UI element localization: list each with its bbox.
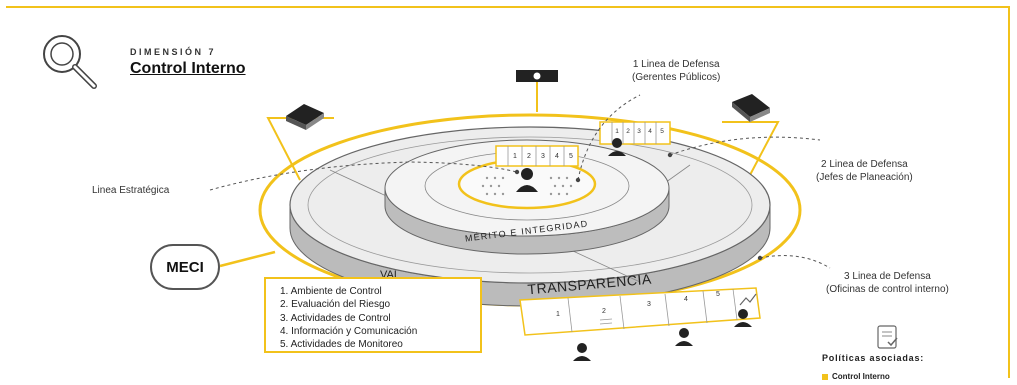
component-item: 5. Actividades de Monitoreo xyxy=(280,339,403,351)
inner-tab-label: 3 xyxy=(541,153,545,160)
inner-tab-label: 5 xyxy=(569,153,573,160)
dimension-label: DIMENSIÓN 7 xyxy=(130,47,217,57)
policy-bullet xyxy=(822,374,828,380)
meci-connector xyxy=(219,250,276,268)
callout-lines xyxy=(209,94,831,269)
meci-label: MECI xyxy=(166,258,204,276)
callout-dots xyxy=(514,152,763,261)
chart-icon xyxy=(739,293,757,306)
policies-title: Políticas asociadas: xyxy=(822,353,925,363)
component-item: 4. Información y Comunicación xyxy=(280,325,418,337)
person-icon xyxy=(516,168,538,192)
page-title: Control Interno xyxy=(130,60,246,77)
upper-tab-label: 3 xyxy=(637,128,641,135)
person-icon xyxy=(734,309,752,327)
magnifier-icon xyxy=(43,35,97,89)
center-ring xyxy=(457,158,597,210)
outer-tab-label: 4 xyxy=(684,296,688,303)
linea-estrategica-label: Linea Estratégica xyxy=(92,185,170,196)
tab-document-lines xyxy=(599,318,613,325)
book-icon xyxy=(286,104,324,130)
upper-tabs: 1 2 3 4 5 xyxy=(599,121,671,145)
policy-item: Control Interno xyxy=(832,372,890,381)
upper-tab-label: 2 xyxy=(626,128,630,135)
linea-defensa-1-sub: (Gerentes Públicos) xyxy=(632,72,721,83)
outer-tab-label: 3 xyxy=(647,301,651,308)
person-icon xyxy=(608,138,626,156)
linea-defensa-2-title: 2 Linea de Defensa xyxy=(821,159,908,170)
component-item: 1. Ambiente de Control xyxy=(280,286,382,297)
center-dots xyxy=(481,176,573,196)
outer-tab-label: 1 xyxy=(556,311,560,318)
outer-tab-label: 2 xyxy=(602,308,606,315)
outer-disc-inner-line xyxy=(307,136,753,274)
linea-defensa-3: 3 Linea de Defensa (Oficinas de control … xyxy=(826,270,949,296)
outer-tabs: 1 2 3 4 5 xyxy=(519,287,761,336)
components-box: 1. Ambiente de Control 2. Evaluación del… xyxy=(264,277,482,353)
linea-defensa-3-title: 3 Linea de Defensa xyxy=(844,271,931,282)
frame-border xyxy=(6,6,1010,378)
person-icon xyxy=(573,343,591,361)
book-icon xyxy=(732,94,770,122)
upper-tab-label: 1 xyxy=(615,128,619,135)
inner-tab-label: 4 xyxy=(555,153,559,160)
meci-badge: MECI xyxy=(150,244,220,290)
person-icon xyxy=(675,328,693,346)
inner-tab-label: 1 xyxy=(513,153,517,160)
linea-defensa-3-sub: (Oficinas de control interno) xyxy=(826,284,949,295)
inner-tab-label: 2 xyxy=(527,153,531,160)
linea-defensa-2: 2 Linea de Defensa (Jefes de Planeación) xyxy=(816,158,913,184)
upper-tab-label: 5 xyxy=(660,128,664,135)
linea-defensa-1: 1 Linea de Defensa (Gerentes Públicos) xyxy=(632,58,720,84)
outer-tab-label: 5 xyxy=(716,291,720,298)
upper-tab-label: 4 xyxy=(648,128,652,135)
document-check-icon xyxy=(877,325,898,349)
linea-defensa-2-sub: (Jefes de Planeación) xyxy=(816,172,913,183)
component-item: 3. Actividades de Control xyxy=(280,312,391,324)
inner-tabs: 1 2 3 4 5 xyxy=(495,145,579,167)
linea-defensa-1-title: 1 Linea de Defensa xyxy=(632,59,720,70)
camera-icon xyxy=(516,70,558,82)
component-item: 2. Evaluación del Riesgo xyxy=(280,299,391,311)
